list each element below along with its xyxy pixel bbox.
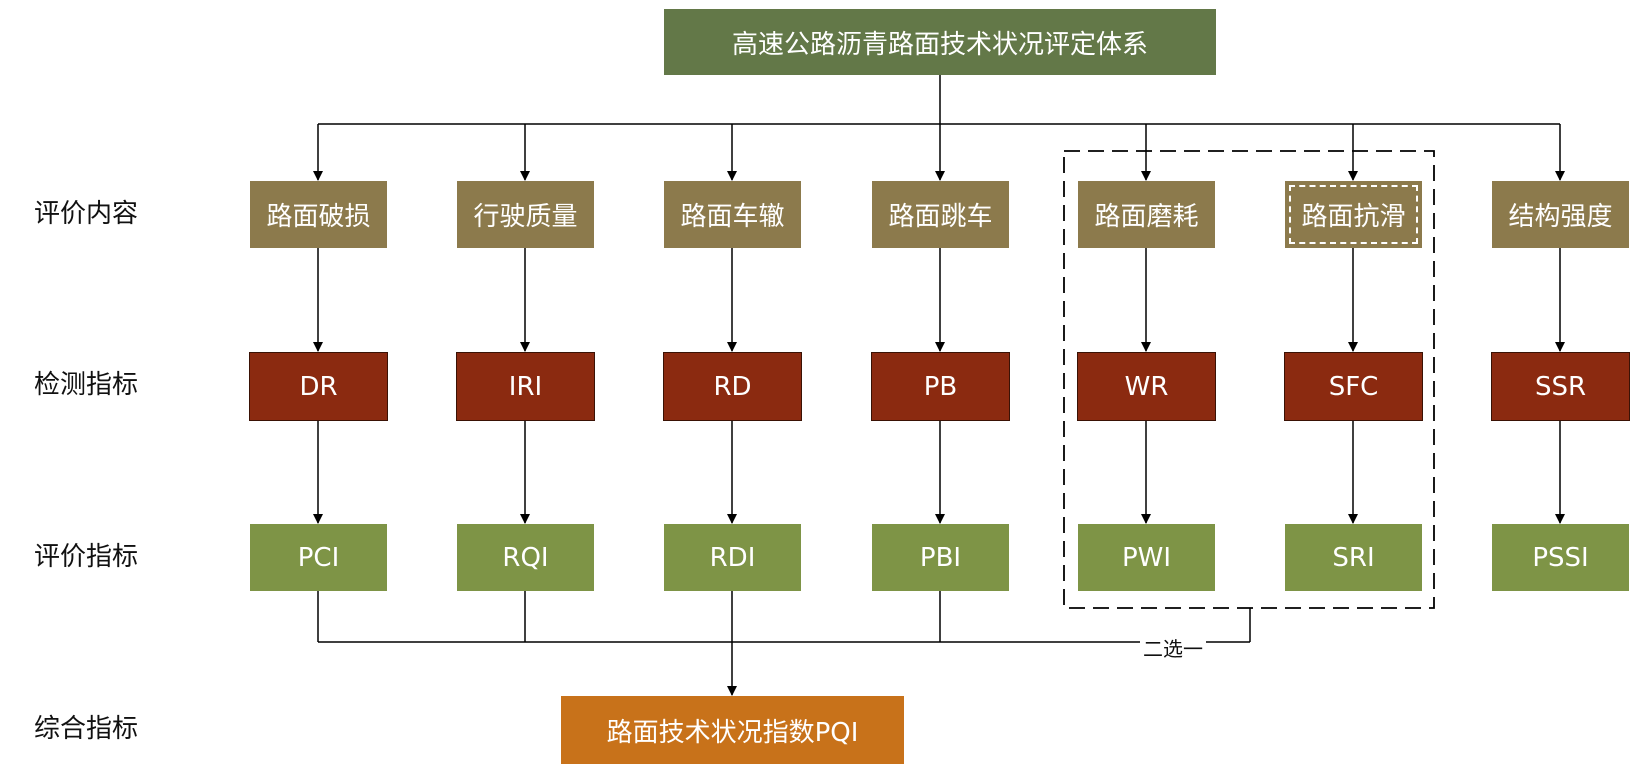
evaluation-box-7: PSSI (1492, 524, 1629, 591)
detection-box-5: WR (1077, 352, 1216, 421)
evaluation-box-6: SRI (1285, 524, 1422, 591)
row-label-evaluation: 评价指标 (34, 542, 139, 572)
row-label-content: 评价内容 (34, 199, 139, 229)
detection-box-6: SFC (1284, 352, 1423, 421)
content-box-4: 路面跳车 (872, 181, 1009, 248)
row-label-composite: 综合指标 (34, 714, 139, 744)
content-box-1: 路面破损 (250, 181, 387, 248)
detection-box-4: PB (871, 352, 1010, 421)
content-box-6: 路面抗滑 (1285, 181, 1422, 248)
detection-box-7: SSR (1491, 352, 1630, 421)
choice-group-frame (1063, 150, 1435, 609)
choose-one-label: 二选一 (1140, 633, 1206, 662)
composite-index-box: 路面技术状况指数PQI (561, 696, 904, 764)
evaluation-box-5: PWI (1078, 524, 1215, 591)
content-box-3: 路面车辙 (664, 181, 801, 248)
evaluation-box-4: PBI (872, 524, 1009, 591)
content-box-5: 路面磨耗 (1078, 181, 1215, 248)
detection-box-2: IRI (456, 352, 595, 421)
detection-box-1: DR (249, 352, 388, 421)
evaluation-box-3: RDI (664, 524, 801, 591)
content-box-7: 结构强度 (1492, 181, 1629, 248)
content-box-2: 行驶质量 (457, 181, 594, 248)
row-label-detection: 检测指标 (34, 370, 139, 400)
diagram-title: 高速公路沥青路面技术状况评定体系 (664, 9, 1216, 75)
evaluation-box-1: PCI (250, 524, 387, 591)
diagram-title-text: 高速公路沥青路面技术状况评定体系 (731, 29, 1148, 60)
detection-box-3: RD (663, 352, 802, 421)
evaluation-box-2: RQI (457, 524, 594, 591)
